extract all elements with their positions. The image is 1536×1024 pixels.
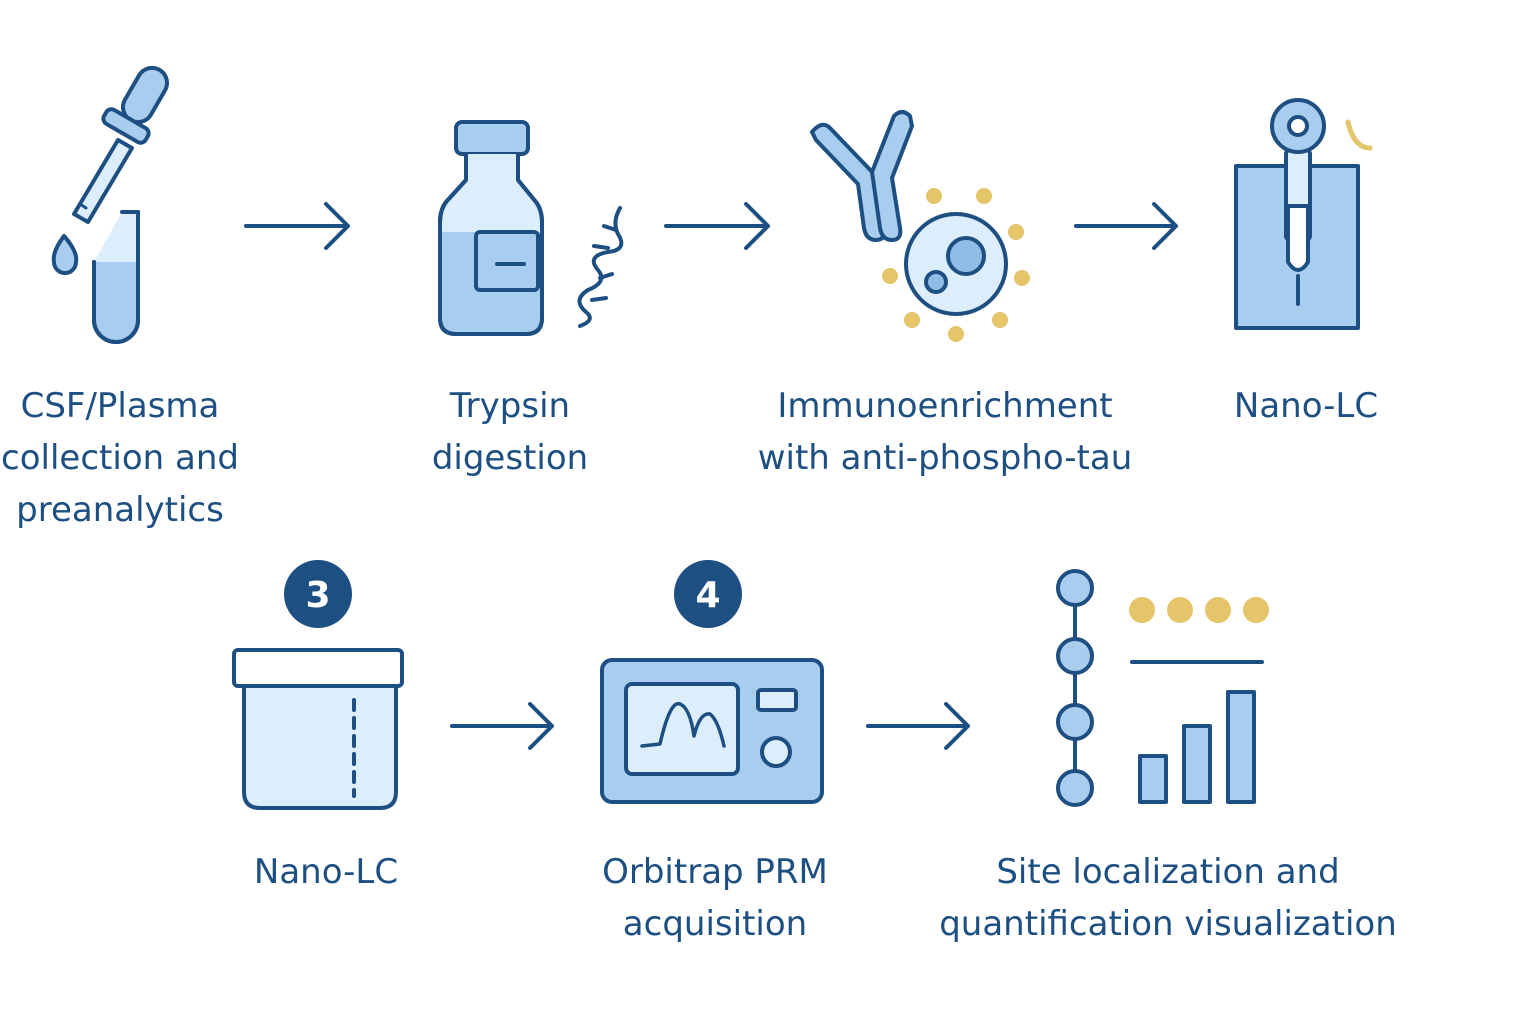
stage-label-immunoenrichment: Immunoenrichment with anti-phospho-tau — [757, 386, 1133, 478]
reagent-bottle-icon — [438, 120, 624, 336]
arrow-5 — [866, 702, 970, 750]
phospho-dots — [882, 188, 1030, 342]
stage-label-digestion: Trypsin digestion — [431, 386, 589, 478]
stage-label-nano-lc-top: Nano-LC — [1233, 386, 1379, 426]
antibody-cell-icon — [810, 110, 1008, 316]
mass-spectrometer-icon — [600, 658, 824, 804]
step-badge-4: 4 — [674, 560, 742, 628]
nano-lc-column-icon — [1234, 98, 1373, 330]
step-badge-3: 3 — [284, 560, 352, 628]
stage-label-site-quant: Site localization and quantification vis… — [939, 852, 1397, 944]
site-dots — [1129, 597, 1269, 623]
sample-container-icon — [232, 648, 404, 810]
arrow-4 — [450, 702, 554, 750]
arrow-1 — [244, 202, 350, 250]
stage-label-collection: CSF/Plasma collection and preanalytics — [1, 386, 239, 530]
site-quant-chart-icon — [1056, 569, 1264, 807]
arrow-3 — [1074, 202, 1178, 250]
svg-text:4: 4 — [695, 575, 720, 616]
svg-text:3: 3 — [305, 575, 330, 616]
dropper-tube-icon — [51, 65, 169, 344]
arrow-2 — [664, 202, 770, 250]
stage-label-nano-lc-bottom: Nano-LC — [253, 852, 399, 892]
stage-label-orbitrap: Orbitrap PRM acquisition — [602, 852, 828, 944]
